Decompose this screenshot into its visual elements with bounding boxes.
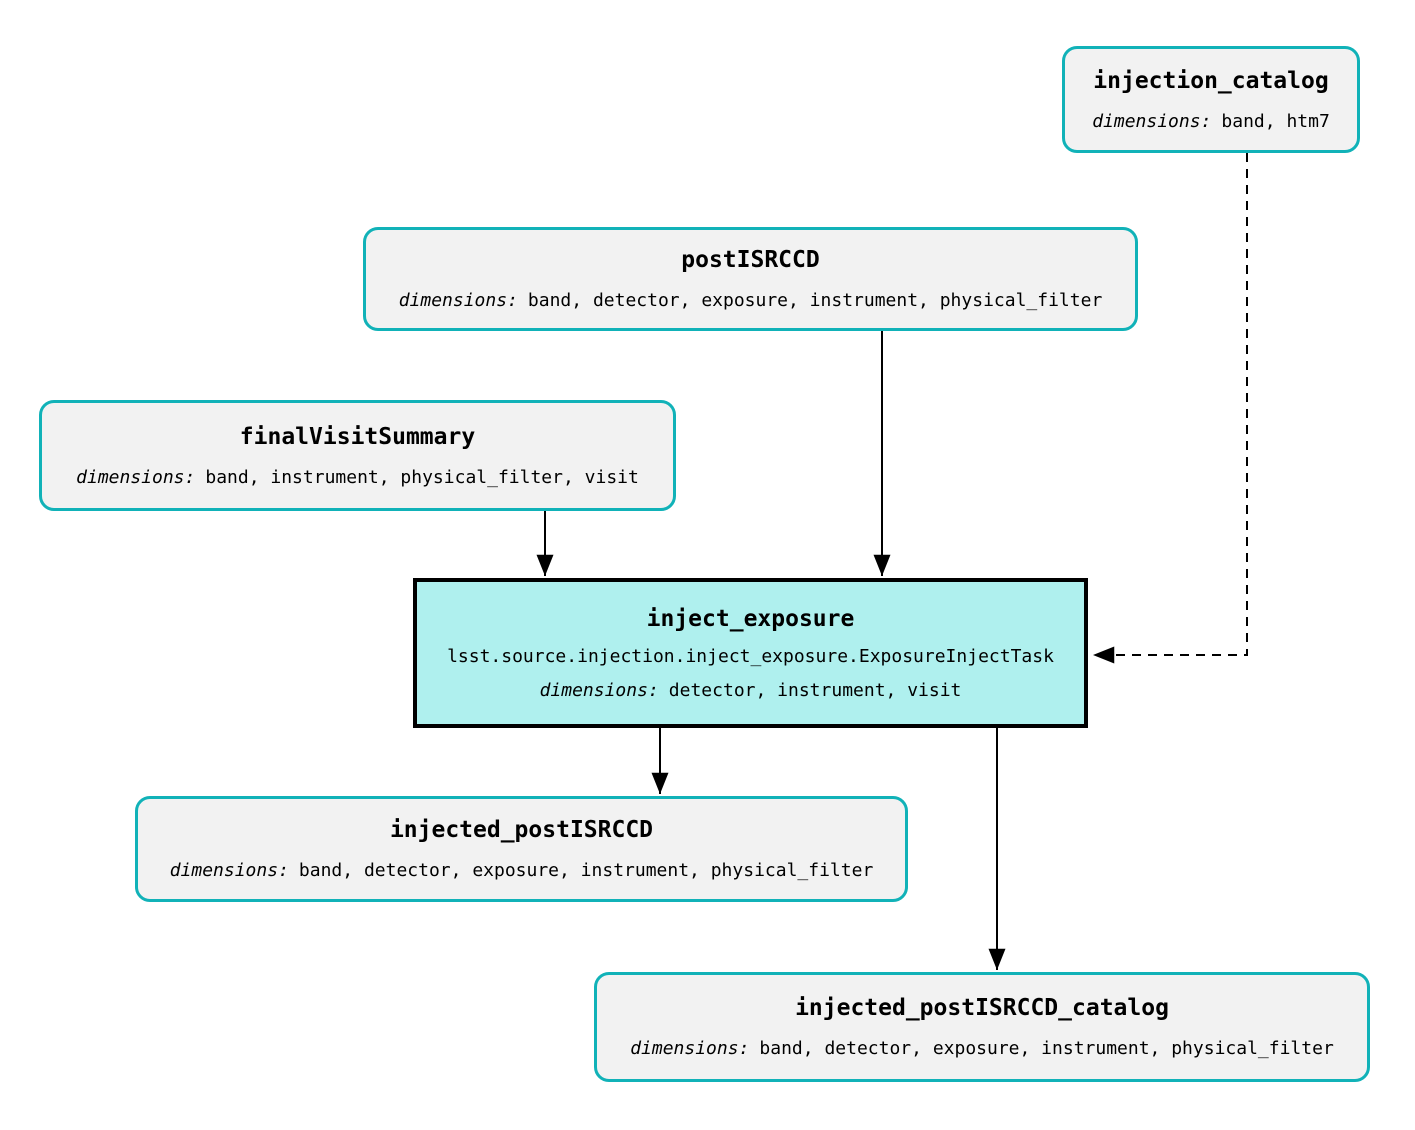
node-inject-exposure: inject_exposure lsst.source.injection.in… — [413, 578, 1088, 728]
dimensions-value: band, detector, exposure, instrument, ph… — [527, 290, 1103, 311]
node-injection-catalog: injection_catalog dimensions: band, htm7 — [1062, 46, 1360, 153]
node-injection-catalog-title: injection_catalog — [1093, 67, 1329, 94]
dimensions-label: dimensions: — [398, 290, 518, 311]
node-inject-exposure-title: inject_exposure — [646, 605, 855, 632]
node-finalvisitsummary-title: finalVisitSummary — [239, 423, 476, 450]
node-postisrccd-dimensions: dimensions: band, detector, exposure, ins… — [399, 290, 1103, 311]
dimensions-label: dimensions: — [1092, 110, 1212, 132]
dimensions-value: band, detector, exposure, instrument, ph… — [759, 1038, 1334, 1059]
node-injected-postisrccd-catalog: injected_postISRCCD_catalog dimensions: b… — [594, 972, 1370, 1082]
node-finalvisitsummary-dimensions: dimensions: band, instrument, physical_fi… — [76, 467, 639, 488]
dimensions-label: dimensions: — [539, 679, 659, 701]
node-inject-exposure-task-class: lsst.source.injection.inject_exposure.Ex… — [447, 645, 1054, 667]
node-injected-postisrccd-dimensions: dimensions: band, detector, exposure, ins… — [170, 860, 874, 881]
dimensions-value: band, detector, exposure, instrument, ph… — [298, 860, 874, 881]
node-injected-postisrccd-title: injected_postISRCCD — [389, 817, 654, 843]
node-inject-exposure-dimensions: dimensions: detector, instrument, visit — [540, 680, 962, 701]
node-postisrccd: postISRCCD dimensions: band, detector, ex… — [363, 227, 1138, 331]
dimensions-value: band, instrument, physical_filter, visit — [205, 466, 639, 488]
node-finalvisitsummary: finalVisitSummary dimensions: band, instr… — [39, 400, 676, 511]
node-injected-postisrccd-catalog-dimensions: dimensions: band, detector, exposure, ins… — [630, 1038, 1334, 1059]
node-injected-postisrccd-catalog-title: injected_postISRCCD_catalog — [795, 995, 1169, 1021]
dimensions-value: detector, instrument, visit — [668, 679, 962, 701]
node-injected-postisrccd: injected_postISRCCD dimensions: band, det… — [135, 796, 908, 902]
dimensions-label: dimensions: — [76, 466, 196, 488]
dimensions-label: dimensions: — [169, 860, 289, 881]
dimensions-label: dimensions: — [630, 1038, 750, 1059]
node-injection-catalog-dimensions: dimensions: band, htm7 — [1092, 111, 1330, 132]
node-postisrccd-title: postISRCCD — [681, 247, 820, 273]
dimensions-value: band, htm7 — [1221, 110, 1330, 132]
